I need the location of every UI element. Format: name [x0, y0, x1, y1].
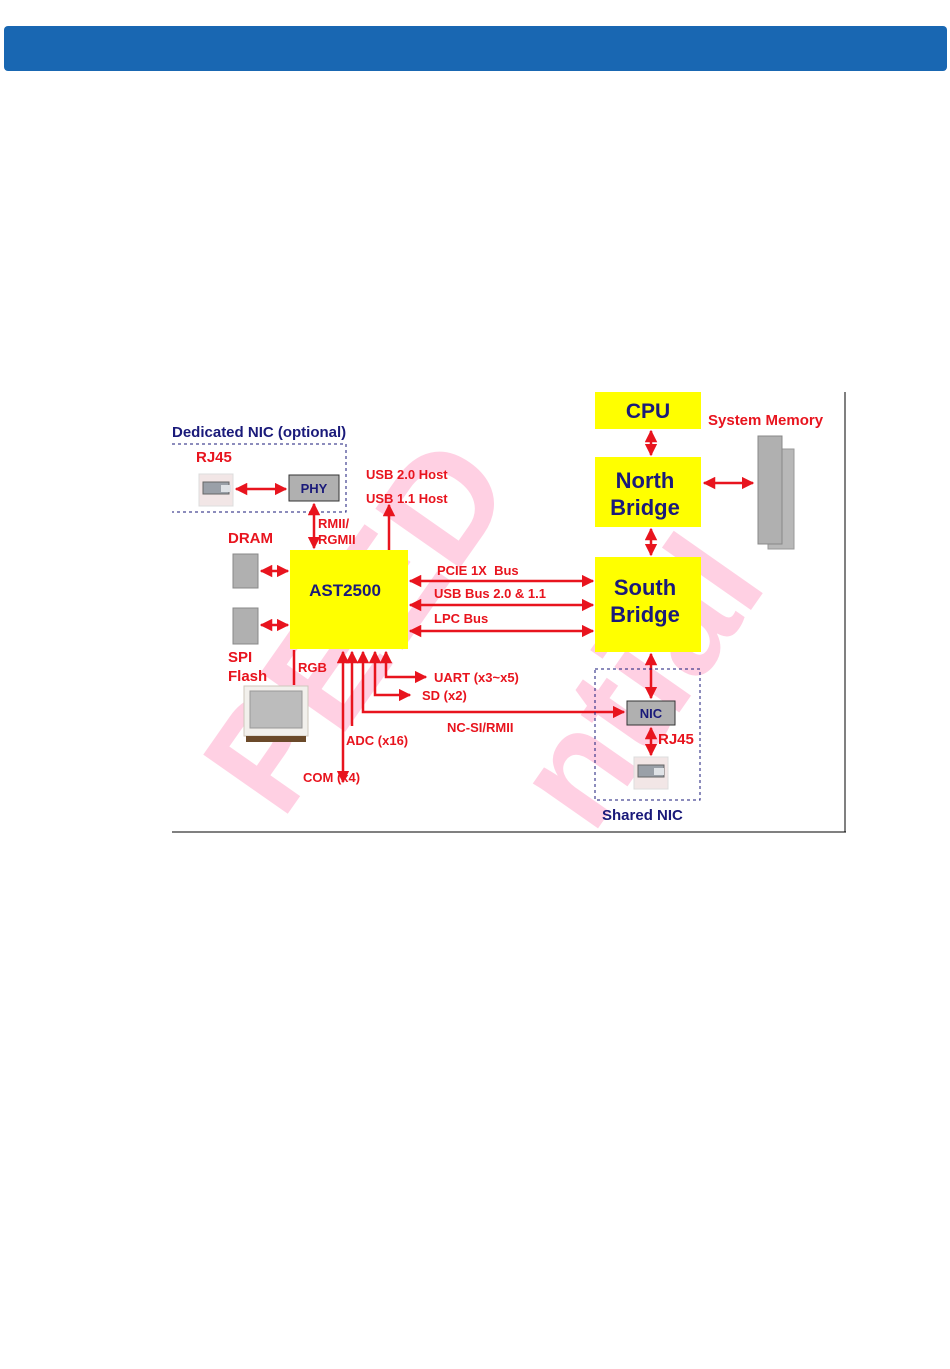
rj45-bottom-label: RJ45	[658, 731, 694, 748]
north-bridge-label-1: North	[616, 468, 675, 493]
com-label: COM (x4)	[303, 770, 360, 785]
south-bridge-label-1: South	[614, 575, 676, 600]
ncsi-label: NC-SI/RMII	[447, 720, 513, 735]
usb-bus-label: USB Bus 2.0 & 1.1	[434, 586, 546, 601]
rj45-connector-bottom-icon	[634, 757, 668, 789]
nic-label: NIC	[640, 706, 663, 721]
sd-label: SD (x2)	[422, 688, 467, 703]
system-memory-label: System Memory	[708, 412, 824, 429]
usb11-host-label: USB 1.1 Host	[366, 491, 448, 506]
block-diagram: PEED ntial Dedicated NIC (optional) RJ45…	[172, 392, 846, 833]
diagram-canvas: PEED ntial Dedicated NIC (optional) RJ45…	[172, 392, 846, 833]
dedicated-nic-label: Dedicated NIC (optional)	[172, 424, 346, 441]
spi-label-1: SPI	[228, 649, 252, 666]
ast2500-label: AST2500	[309, 581, 381, 600]
usb20-host-label: USB 2.0 Host	[366, 467, 448, 482]
rmii-label-2: RGMII	[318, 532, 356, 547]
spi-flash-box	[233, 608, 258, 644]
memory-module-icon	[758, 436, 794, 549]
rmii-label-1: RMII/	[318, 516, 349, 531]
shared-nic-label: Shared NIC	[602, 807, 683, 824]
uart-label: UART (x3~x5)	[434, 670, 519, 685]
spi-label-2: Flash	[228, 668, 267, 685]
south-bridge-label-2: Bridge	[610, 602, 680, 627]
monitor-icon	[244, 686, 308, 742]
phy-label: PHY	[301, 481, 328, 496]
rj45-connector-top-icon	[199, 474, 233, 506]
rj45-top-label: RJ45	[196, 449, 232, 466]
dram-box	[233, 554, 258, 588]
header-bar	[4, 26, 947, 71]
dram-label: DRAM	[228, 530, 273, 547]
lpc-bus-label: LPC Bus	[434, 611, 488, 626]
north-bridge-label-2: Bridge	[610, 495, 680, 520]
adc-label: ADC (x16)	[346, 733, 408, 748]
rgb-label: RGB	[298, 660, 327, 675]
pcie-bus-label: PCIE 1X Bus	[437, 563, 519, 578]
cpu-label: CPU	[626, 400, 670, 423]
